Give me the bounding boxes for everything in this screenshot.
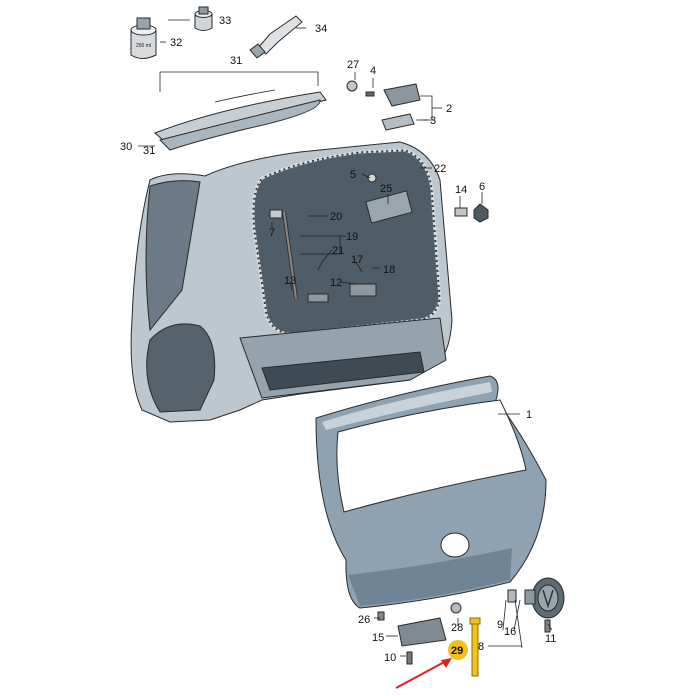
callout-14: 14: [455, 184, 467, 196]
callout-9: 9: [497, 619, 503, 631]
small-jar: [194, 6, 213, 31]
callout-12: 12: [330, 277, 342, 289]
callout-20: 20: [330, 211, 342, 223]
callout-labels: 1 2 3 4 5 6 7 8 9 10 11 12 13 14 15 16 1…: [120, 15, 556, 664]
highlight-arrow: [395, 658, 452, 689]
glue-tube: [249, 15, 303, 59]
callout-26: 26: [358, 614, 370, 626]
callout-4: 4: [370, 65, 376, 77]
callout-5: 5: [350, 169, 356, 181]
callout-8: 8: [478, 641, 484, 653]
callout-13: 13: [284, 275, 296, 287]
callout-31-side: 31: [143, 145, 155, 157]
callout-25: 25: [380, 183, 392, 195]
highlighted-part-29: [469, 617, 481, 677]
leader-lines: [138, 19, 553, 657]
callout-16: 16: [504, 626, 516, 638]
callout-17: 17: [351, 254, 363, 266]
callout-2: 2: [446, 103, 452, 115]
car-body: [130, 141, 453, 423]
callout-29: 29: [451, 645, 463, 657]
callout-34: 34: [315, 23, 327, 35]
roof-spoiler: [154, 89, 327, 151]
callout-22: 22: [434, 163, 446, 175]
callout-28: 28: [451, 622, 463, 634]
callout-21: 21: [332, 245, 344, 257]
lock-cylinder-assembly: [507, 577, 565, 633]
tailgate: [315, 375, 547, 609]
callout-1: 1: [526, 409, 532, 421]
callout-11: 11: [545, 633, 556, 645]
callout-3: 3: [430, 115, 436, 127]
callout-19: 19: [346, 231, 358, 243]
callout-30: 30: [120, 141, 132, 153]
callout-18: 18: [383, 264, 395, 276]
bottle-label: 250 ml: [136, 43, 151, 49]
callout-10: 10: [384, 652, 396, 664]
callout-7: 7: [269, 227, 275, 239]
callout-32: 32: [170, 37, 182, 49]
callout-31-top: 31: [230, 55, 242, 67]
callout-29-highlight: 29: [448, 640, 468, 660]
adhesive-bottle: 250 ml: [130, 17, 157, 59]
callout-33: 33: [219, 15, 231, 27]
callout-27: 27: [347, 59, 359, 71]
callout-6: 6: [479, 181, 485, 193]
callout-15: 15: [372, 632, 384, 644]
bumper-stop: [454, 203, 489, 223]
hinge-assembly: [346, 80, 421, 131]
tailgate-lock: [377, 602, 462, 665]
